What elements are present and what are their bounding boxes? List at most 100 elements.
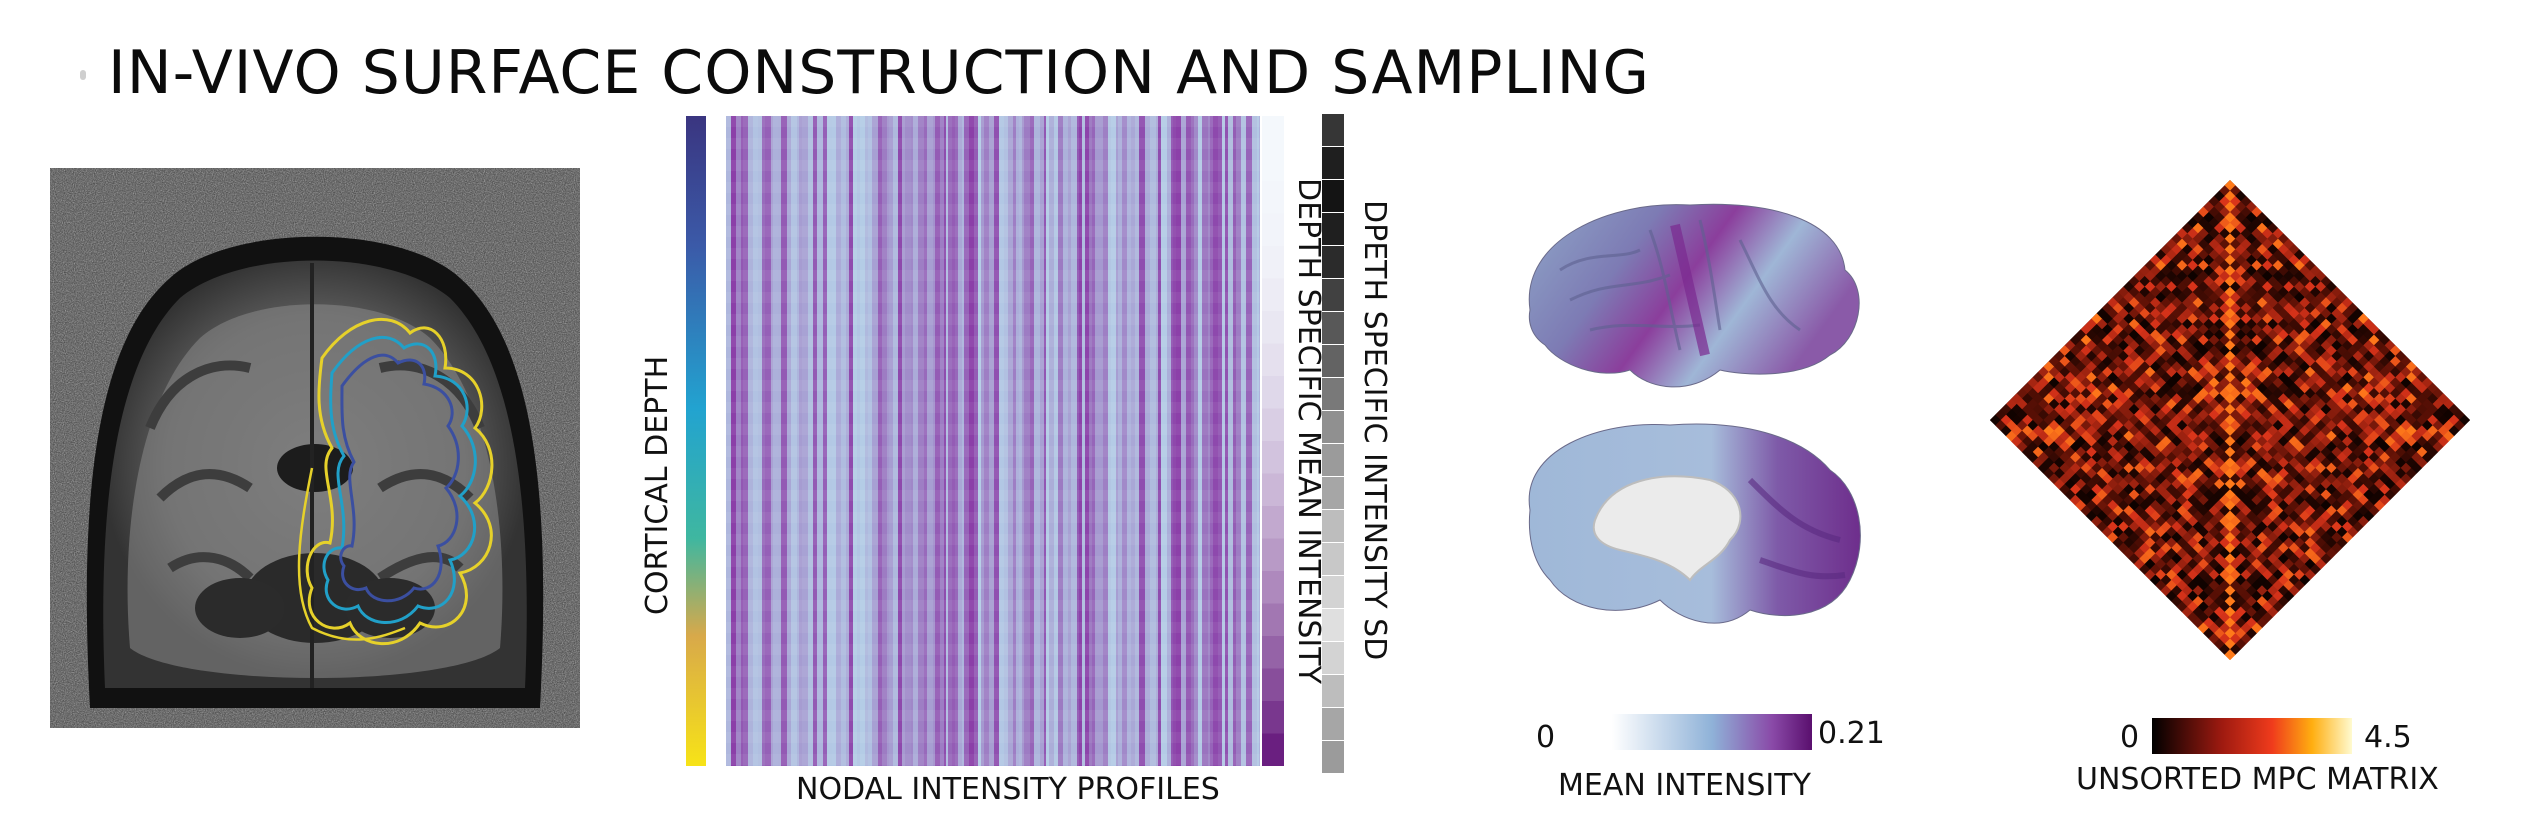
mean-strip-segment bbox=[1262, 116, 1284, 149]
heatmap-column bbox=[827, 116, 833, 766]
heatmap-column bbox=[1173, 116, 1177, 766]
heatmap-column bbox=[865, 116, 869, 766]
mean-strip-segment bbox=[1262, 311, 1284, 344]
heatmap-column bbox=[887, 116, 890, 766]
heatmap-row-band bbox=[726, 160, 1260, 171]
heatmap-column bbox=[781, 116, 788, 766]
heatmap-column bbox=[958, 116, 963, 766]
heatmap-column bbox=[1194, 116, 1199, 766]
heatmap-column bbox=[762, 116, 766, 766]
heatmap-column bbox=[1122, 116, 1128, 766]
heatmap-column bbox=[841, 116, 847, 766]
heatmap-column bbox=[1167, 116, 1172, 766]
heatmap-row-band bbox=[726, 754, 1260, 765]
heatmap-column bbox=[952, 116, 956, 766]
mean-strip-segment bbox=[1262, 343, 1284, 377]
heatmap-column bbox=[1176, 116, 1182, 766]
heatmap-row-band bbox=[726, 270, 1260, 281]
heatmap-column bbox=[1034, 116, 1041, 766]
heatmap-column bbox=[1030, 116, 1035, 766]
mri-coronal-image bbox=[50, 168, 580, 728]
nodal-profiles-label: NODAL INTENSITY PROFILES bbox=[796, 772, 1220, 807]
heatmap-row-band bbox=[726, 182, 1260, 193]
heatmap-column bbox=[846, 116, 850, 766]
heatmap-row-band bbox=[726, 336, 1260, 347]
mean-strip-segment bbox=[1262, 668, 1284, 702]
heatmap-column bbox=[1156, 116, 1159, 766]
heatmap-column bbox=[832, 116, 837, 766]
mean-strip-segment bbox=[1262, 538, 1284, 572]
heatmap-column bbox=[1158, 116, 1162, 766]
heatmap-row-band bbox=[726, 204, 1260, 215]
sd-strip-segment bbox=[1322, 180, 1344, 212]
heatmap-column bbox=[1095, 116, 1099, 766]
heatmap-row-band bbox=[726, 424, 1260, 435]
heatmap-column bbox=[946, 116, 949, 766]
heatmap-column bbox=[771, 116, 774, 766]
heatmap-column bbox=[974, 116, 979, 766]
brain-surface-renderings bbox=[1528, 203, 1861, 624]
heatmap-column bbox=[911, 116, 914, 766]
mean-strip-segment bbox=[1262, 278, 1284, 312]
depth-sd-strip bbox=[1322, 114, 1344, 773]
heatmap-column bbox=[935, 116, 941, 766]
heatmap-column bbox=[1092, 116, 1096, 766]
mean-strip-segment bbox=[1262, 636, 1284, 669]
heatmap-column bbox=[1186, 116, 1192, 766]
heatmap-row-band bbox=[726, 468, 1260, 479]
heatmap-column bbox=[984, 116, 990, 766]
heatmap-column bbox=[948, 116, 953, 766]
heatmap-row-band bbox=[726, 446, 1260, 457]
mean-strip-segment bbox=[1262, 148, 1284, 182]
mpc-colorbar-max: 4.5 bbox=[2364, 720, 2412, 755]
heatmap-row-band bbox=[726, 248, 1260, 259]
sd-strip-segment bbox=[1322, 609, 1344, 641]
heatmap-column bbox=[1213, 116, 1219, 766]
heatmap-row-band bbox=[726, 490, 1260, 501]
sd-strip-segment bbox=[1322, 312, 1344, 344]
heatmap-column bbox=[1054, 116, 1057, 766]
heatmap-column bbox=[893, 116, 899, 766]
heatmap-column bbox=[1079, 116, 1083, 766]
heatmap-column bbox=[853, 116, 858, 766]
heatmap-column bbox=[823, 116, 828, 766]
heatmap-column bbox=[1116, 116, 1119, 766]
heatmap-column bbox=[905, 116, 912, 766]
heatmap-column bbox=[778, 116, 782, 766]
heatmap-column bbox=[1236, 116, 1242, 766]
heatmap-column bbox=[1004, 116, 1009, 766]
mean-strip-segment bbox=[1262, 441, 1284, 474]
heatmap-column bbox=[1233, 116, 1237, 766]
heatmap-column bbox=[1252, 116, 1258, 766]
heatmap-column bbox=[981, 116, 985, 766]
heatmap-column bbox=[1135, 116, 1140, 766]
heatmap-column bbox=[736, 116, 742, 766]
mean-strip-segment bbox=[1262, 181, 1284, 214]
depth-mean-label: DEPTH SPECIFIC MEAN INTENSITY bbox=[1291, 178, 1326, 684]
heatmap-column bbox=[748, 116, 754, 766]
mpc-colorbar bbox=[2152, 718, 2352, 754]
heatmap-column bbox=[1077, 116, 1080, 766]
heatmap-column bbox=[1056, 116, 1059, 766]
heatmap-row-band bbox=[726, 358, 1260, 369]
heatmap-column bbox=[1259, 116, 1260, 766]
heatmap-row-band bbox=[726, 534, 1260, 545]
heatmap-column bbox=[1111, 116, 1117, 766]
heatmap-column bbox=[1191, 116, 1195, 766]
heatmap-row-band bbox=[726, 512, 1260, 523]
sd-strip-segment bbox=[1322, 708, 1344, 740]
heatmap-column bbox=[1161, 116, 1168, 766]
heatmap-row-band bbox=[726, 644, 1260, 655]
sd-strip-segment bbox=[1322, 378, 1344, 410]
heatmap-column bbox=[944, 116, 947, 766]
heatmap-column bbox=[1024, 116, 1031, 766]
heatmap-column bbox=[1171, 116, 1174, 766]
heatmap-column bbox=[1082, 116, 1086, 766]
depth-sd-label: DPETH SPECIFIC INTENSITY SD bbox=[1357, 200, 1392, 661]
heatmap-column bbox=[743, 116, 749, 766]
heatmap-column bbox=[1131, 116, 1136, 766]
heatmap-column bbox=[1022, 116, 1025, 766]
heatmap-column bbox=[878, 116, 883, 766]
heatmap-column bbox=[1103, 116, 1109, 766]
heatmap-column bbox=[918, 116, 925, 766]
